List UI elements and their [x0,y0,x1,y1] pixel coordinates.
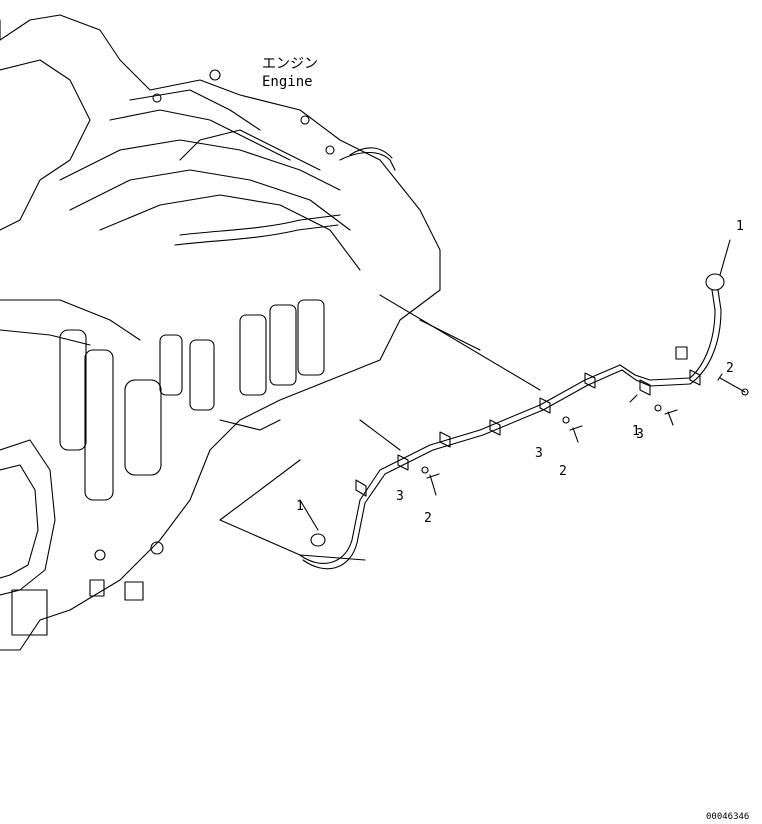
callout-number: 2 [559,464,567,479]
callout-number: 3 [396,489,404,504]
engine-label-en: Engine [262,74,313,90]
callout-number: 2 [726,361,734,376]
wire-harness [219,239,749,570]
figure-code: 00046346 [706,812,750,822]
engine-block [0,14,441,651]
engine-label-jp: エンジン [262,56,318,72]
callout-number: 1 [736,219,744,234]
callout-number: 1 [296,499,304,514]
callout-number: 1 [632,424,640,439]
callout-number: 3 [636,427,644,442]
callout-number: 2 [424,511,432,526]
callout-number: 3 [535,446,543,461]
